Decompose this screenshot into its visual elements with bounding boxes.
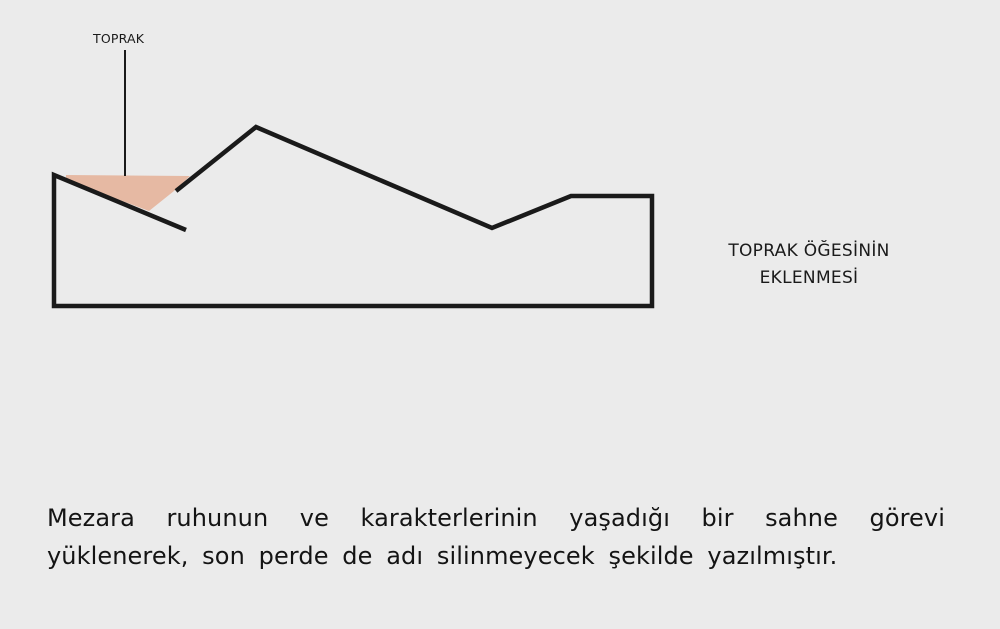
soil-label: TOPRAK [93, 31, 145, 46]
grave-profile-outline [51, 124, 655, 309]
caption-line-2: EKLENMESİ [759, 268, 859, 288]
soil-wedge [66, 175, 190, 211]
diagram-caption: TOPRAK ÖĞESİNİN EKLENMESİ [724, 238, 894, 292]
caption-line-1: TOPRAK ÖĞESİNİN [728, 241, 890, 261]
description-paragraph: Mezara ruhunun ve karakterlerinin yaşadı… [47, 504, 945, 570]
